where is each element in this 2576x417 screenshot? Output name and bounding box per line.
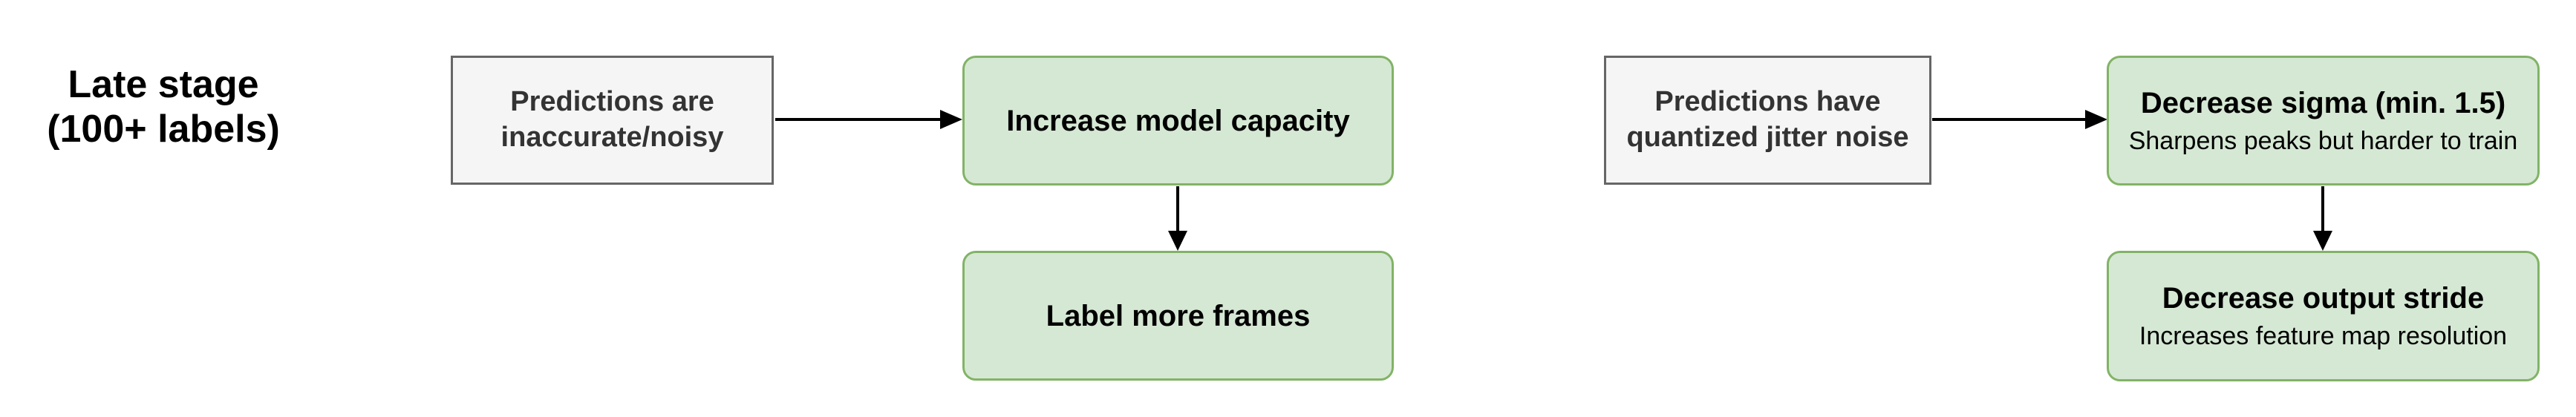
arrow-down-icon (1168, 186, 1187, 251)
arrow-line (1176, 186, 1179, 232)
stage-label: Late stage (100+ labels) (47, 63, 280, 151)
problem-box-text: Predictions have quantized jitter noise (1626, 86, 1909, 153)
arrow-head-icon (1168, 231, 1187, 251)
arrow-head-icon (2313, 231, 2332, 251)
arrow-head-icon (940, 110, 962, 129)
solution-box-subtitle: Sharpens peaks but harder to train (2128, 126, 2518, 155)
arrow-right-icon (1932, 110, 2107, 129)
arrow-down-icon (2313, 186, 2332, 251)
arrow-line (775, 118, 942, 121)
problem-box: Predictions have quantized jitter noise (1604, 56, 1931, 185)
solution-box-title: Decrease output stride (2162, 282, 2485, 315)
arrow-head-icon (2085, 110, 2107, 129)
arrow-right-icon (775, 110, 962, 129)
solution-box-title: Label more frames (1046, 299, 1311, 332)
solution-box-subtitle: Increases feature map resolution (2139, 322, 2508, 351)
solution-box: Increase model capacity (962, 56, 1394, 185)
arrow-line (2321, 186, 2324, 232)
solution-box-title: Decrease sigma (min. 1.5) (2140, 86, 2506, 119)
solution-box: Label more frames (962, 251, 1394, 381)
arrow-line (1932, 118, 2087, 121)
solution-box-title: Increase model capacity (1006, 104, 1350, 137)
problem-box-text: Predictions are inaccurate/noisy (500, 86, 724, 153)
solution-box: Decrease output stride Increases feature… (2107, 251, 2540, 381)
problem-box: Predictions are inaccurate/noisy (451, 56, 774, 185)
solution-box: Decrease sigma (min. 1.5) Sharpens peaks… (2107, 56, 2540, 185)
